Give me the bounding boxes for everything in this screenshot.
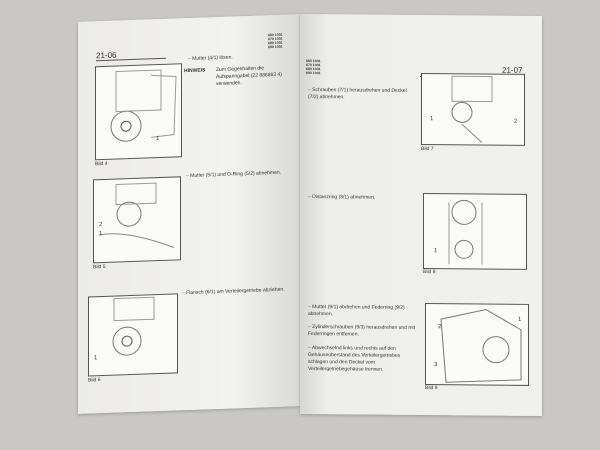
- model: 690 1001: [268, 44, 283, 50]
- svg-text:1: 1: [430, 116, 434, 122]
- model-list: 660 1001 670 1001 680 1001 690 1001: [268, 33, 283, 50]
- model-list: 660 1001 670 1001 680 1001 690 1001: [306, 59, 321, 75]
- note-label: HINWEIS: [184, 67, 206, 75]
- figure-caption: Bild 5: [93, 263, 106, 271]
- figure-caption: Bild 6: [88, 377, 101, 384]
- figure-caption: Bild 8: [423, 269, 436, 276]
- step-text: – Mutter (5/1) und O-Ring (5/2) abnehmen…: [186, 169, 282, 180]
- figure-bild-9: 1 2 3: [425, 303, 529, 386]
- right-page: 660 1001 670 1001 680 1001 690 1001 21-0…: [300, 13, 542, 417]
- figure-bild-8: 1: [423, 193, 527, 270]
- step-text: – Distanzring (8/1) abnehmen.: [308, 194, 376, 201]
- step-text: – Zylinderschrauben (9/3) herausdrehen u…: [308, 324, 416, 338]
- step-text: – Abwechselnd links und rechts auf den G…: [308, 345, 401, 373]
- figure-caption: Bild 7: [421, 146, 434, 153]
- model: 690 1001: [306, 70, 321, 76]
- svg-text:2: 2: [514, 119, 518, 125]
- figure-bild-6: 1: [88, 293, 178, 377]
- svg-text:1: 1: [434, 248, 438, 254]
- page-number: 21-06: [96, 48, 166, 62]
- step-text: – Flansch (6/1) am Verteilergetriebe abz…: [182, 286, 285, 297]
- left-page: 21-06 660 1001 670 1001 680 1001 690 100…: [78, 14, 300, 414]
- svg-text:1: 1: [99, 231, 103, 237]
- figure-bild-4: 1: [95, 63, 182, 161]
- figure-caption: Bild 9: [425, 385, 438, 392]
- svg-text:1: 1: [518, 317, 522, 323]
- svg-text:2: 2: [438, 324, 442, 330]
- svg-text:1: 1: [156, 136, 160, 142]
- step-text: – Mutter (9/1) abdrehen und Federring (9…: [308, 304, 405, 318]
- note-text: Zum Gegenhalten die Aufspanngabel (22 88…: [216, 65, 282, 88]
- step-text: – Mutter (4/1) lösen.: [188, 54, 233, 63]
- figure-caption: Bild 4: [95, 160, 108, 168]
- step-text: – Schrauben (7/1) herausdrehen und Decke…: [308, 87, 407, 101]
- svg-text:1: 1: [94, 355, 98, 361]
- svg-text:2: 2: [99, 222, 103, 228]
- svg-text:3: 3: [434, 362, 438, 368]
